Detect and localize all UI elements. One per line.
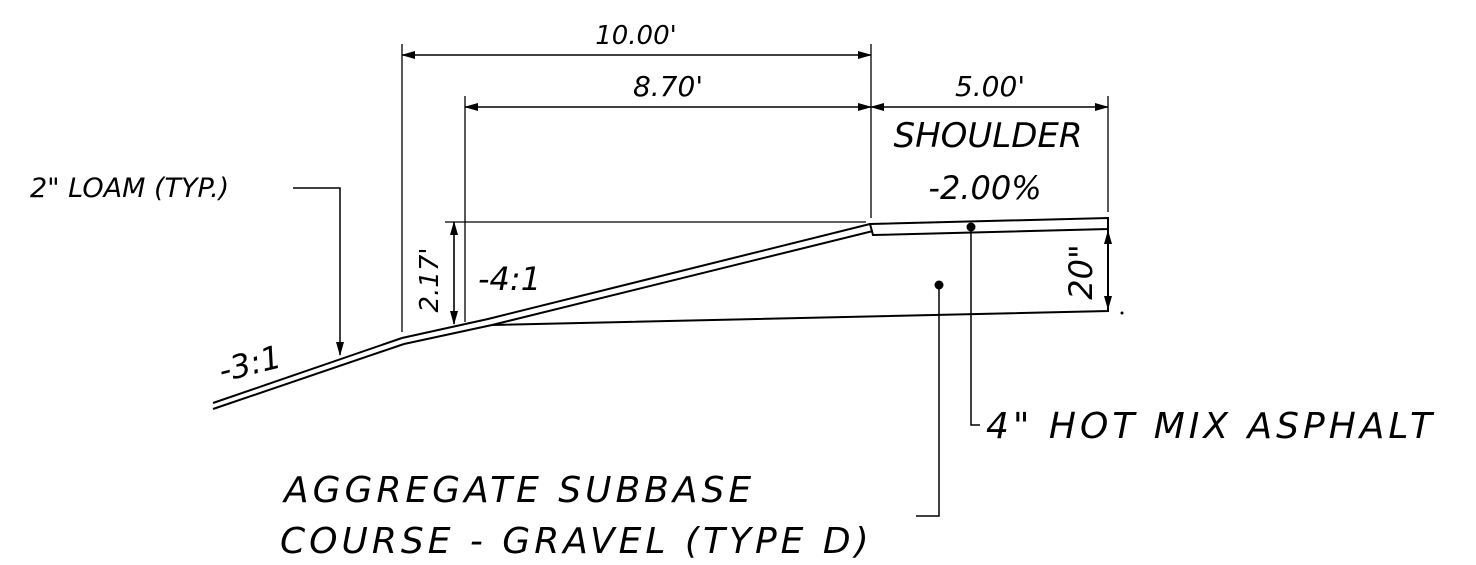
subbase-callout-line1: AGGREGATE SUBBASE [282, 470, 755, 511]
inner-slope-loam-line [403, 230, 874, 345]
shoulder-cross-slope-label: -2.00% [928, 169, 1041, 207]
loam-leader [293, 187, 344, 356]
inner-slope-line [401, 223, 871, 339]
asphalt-dot [966, 222, 976, 232]
corner-point [1120, 311, 1124, 315]
asphalt-callout: 4" HOT MIX ASPHALT [986, 406, 1436, 447]
shoulder-width-label: 5.00' [955, 70, 1025, 103]
slope-width-label: 8.70' [633, 70, 703, 103]
asphalt-leader [970, 231, 980, 426]
subbase-leader [916, 289, 940, 517]
asphalt-layer [868, 216, 1109, 237]
slope-rise-label: 2.17' [415, 247, 445, 312]
outer-slope-loam-line [212, 343, 405, 410]
overall-width-label: 10.00' [595, 21, 677, 51]
section-geometry [212, 216, 1124, 410]
subbase-bottom-line [491, 229, 1109, 326]
subbase-callout-line2: COURSE - GRAVEL (TYPE D) [280, 521, 873, 562]
subbase-dot [934, 280, 944, 290]
loam-callout: 2" LOAM (TYP.) [30, 173, 229, 204]
shoulder-label: SHOULDER [893, 116, 1082, 156]
outer-slope-line [212, 337, 403, 404]
dimension-lines [401, 51, 1112, 325]
inner-slope-label: -4:1 [478, 260, 541, 298]
extension-lines [401, 44, 1109, 332]
leader-lines [293, 187, 980, 517]
subbase-depth-label: 20" [1062, 244, 1100, 299]
